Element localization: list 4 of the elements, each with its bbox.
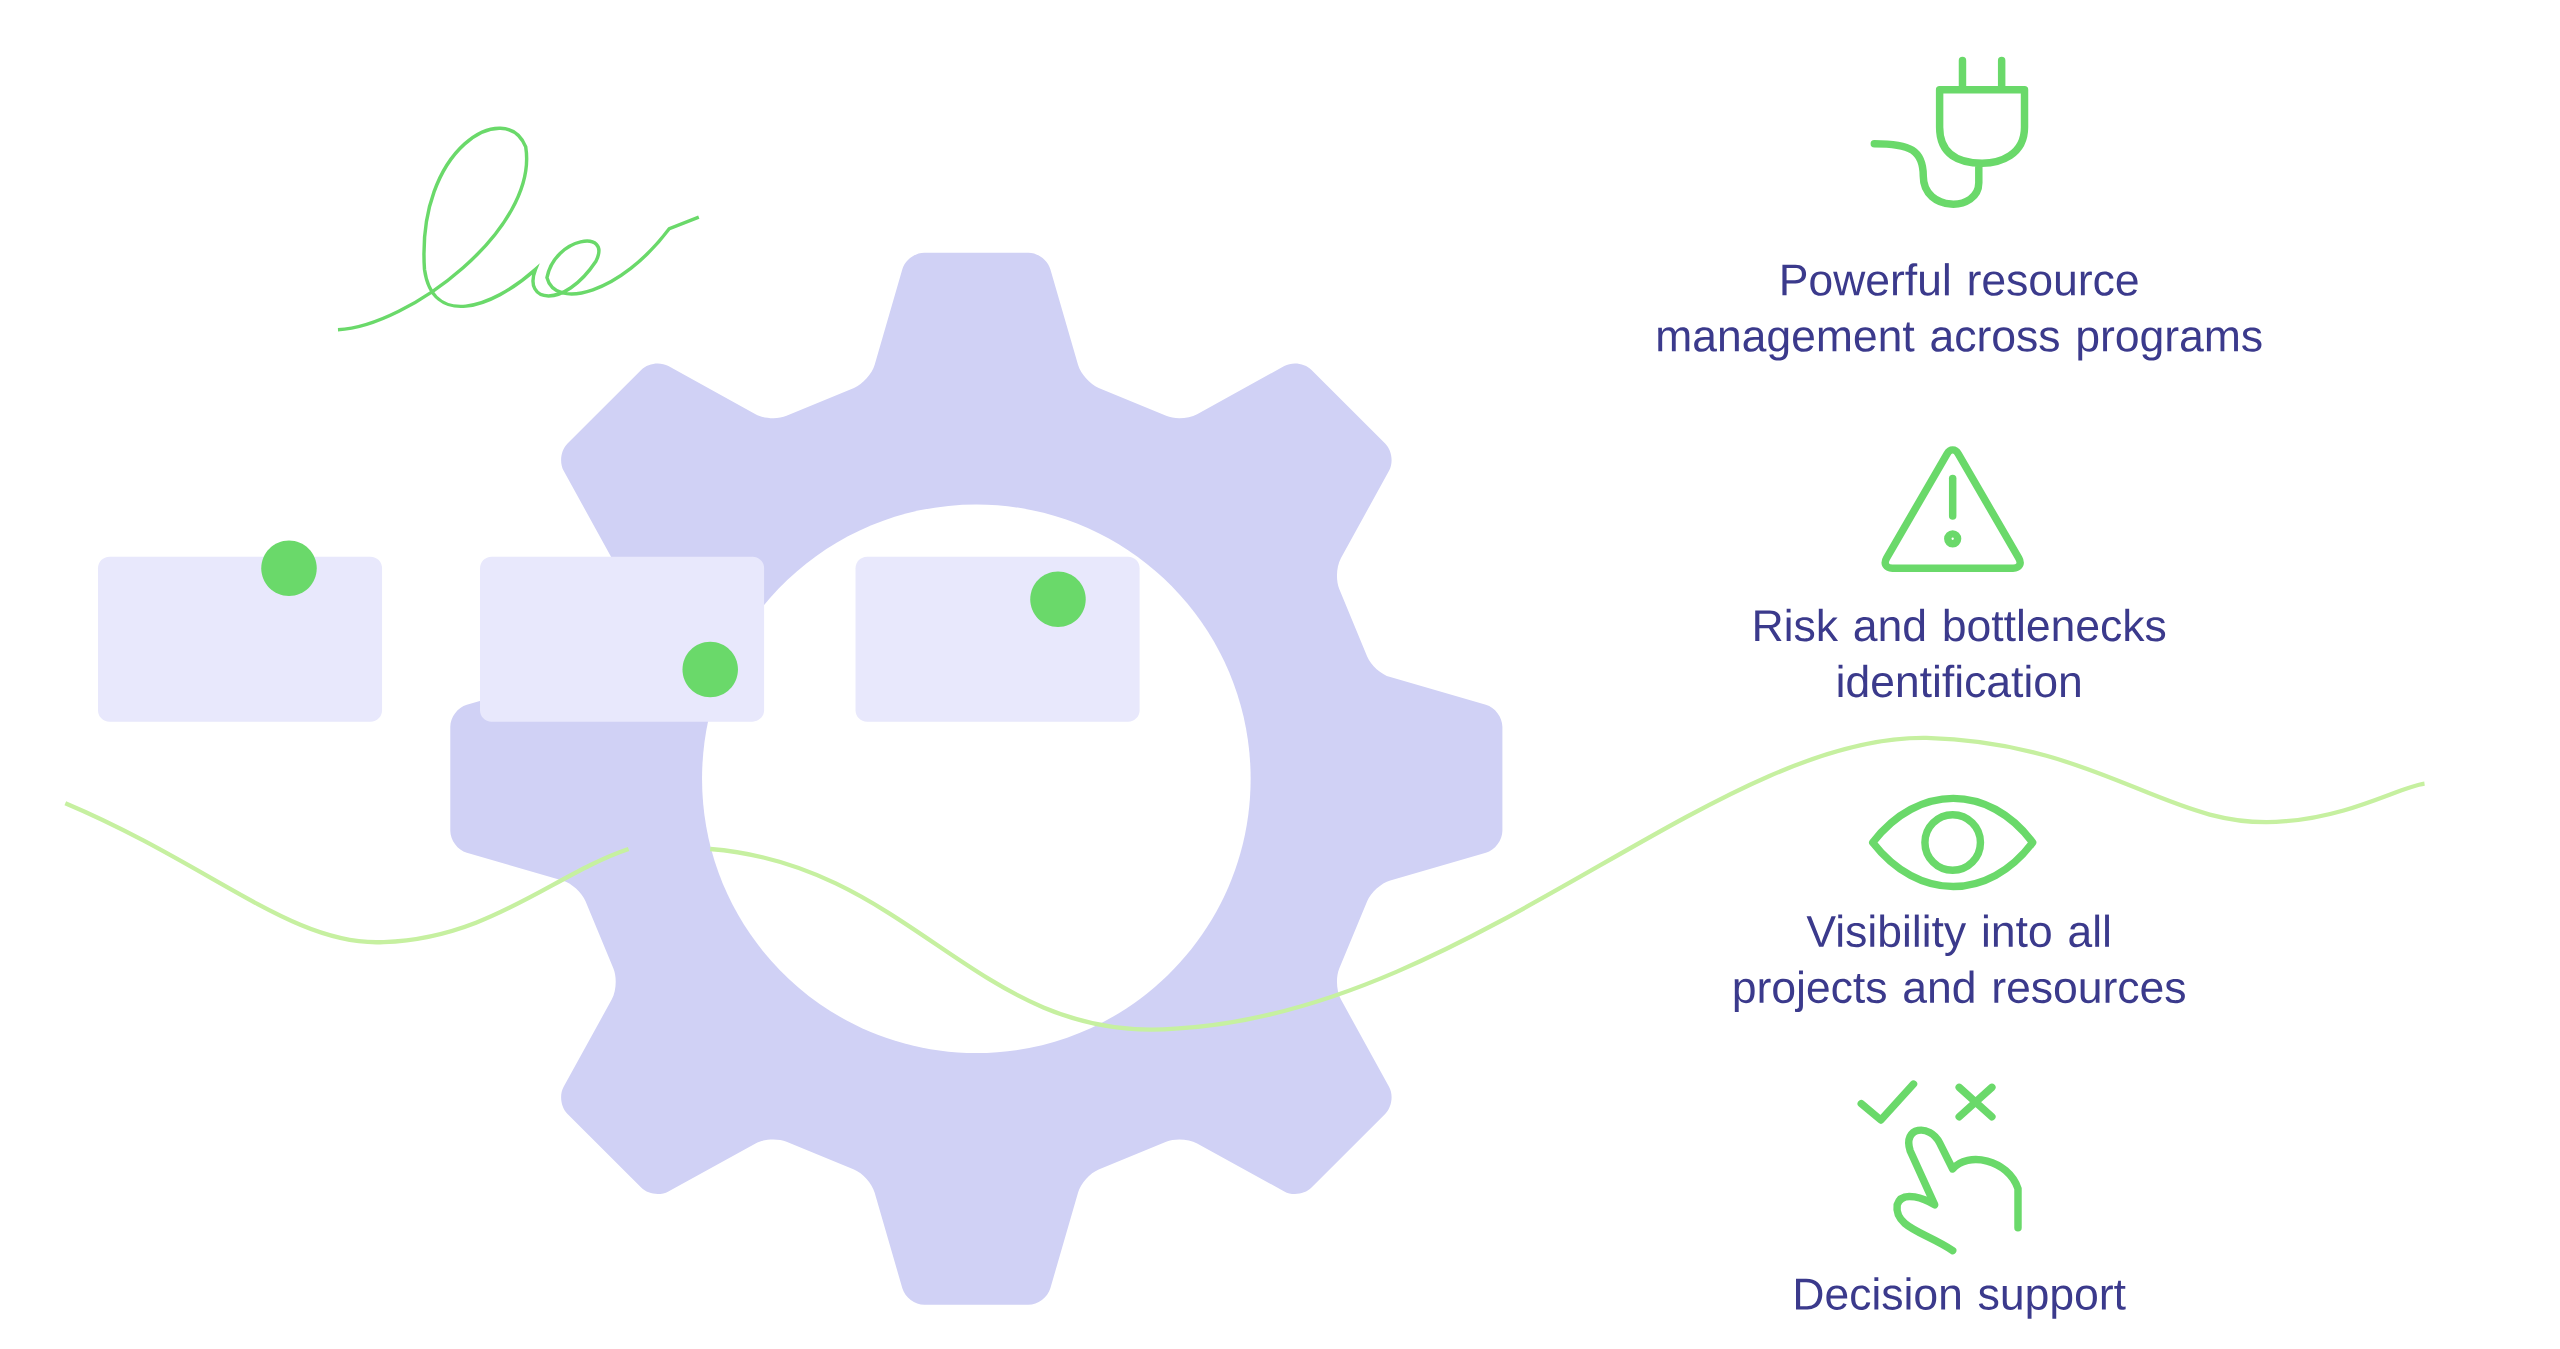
feature-label: Decision support [1796,1277,2126,1319]
feature-label: Risk and bottlenecks identification [1755,609,2166,698]
feature-label: Visibility into all projects and resources [1734,914,2185,1013]
feature-label: Powerful resource management across programs [1658,263,2262,361]
